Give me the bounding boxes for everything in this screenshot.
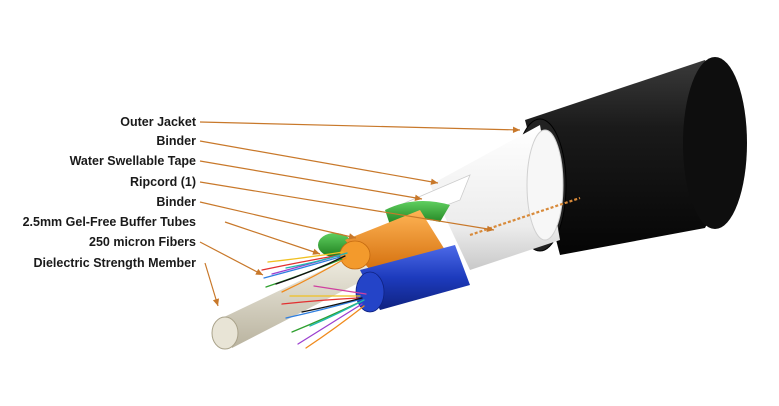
label-ripcord: Ripcord (1) — [130, 175, 196, 189]
fibers-upper — [261, 251, 348, 293]
arrowhead-buffer-tubes — [312, 248, 320, 255]
label-strength-member: Dielectric Strength Member — [33, 256, 196, 270]
leader-line-outer-jacket — [199, 121, 521, 131]
ripcord-line — [469, 196, 581, 237]
tape-layer — [394, 125, 564, 270]
label-fibers: 250 micron Fibers — [89, 235, 196, 249]
arrowhead-ripcord — [486, 225, 494, 233]
leader-line-water-swellable-tape — [199, 160, 423, 200]
leader-line-strength-member — [204, 262, 219, 307]
label-outer-jacket: Outer Jacket — [120, 115, 196, 129]
arrowhead-fibers — [255, 268, 263, 275]
leader-line-buffer-tubes — [224, 221, 321, 255]
label-water-swellable-tape: Water Swellable Tape — [69, 154, 196, 168]
label-binder-outer: Binder — [156, 134, 196, 148]
fibers-lower — [281, 285, 367, 349]
arrowhead-binder-outer — [430, 178, 438, 185]
arrowhead-binder-inner — [348, 233, 356, 240]
arrowhead-water-swellable-tape — [414, 194, 422, 201]
label-binder-inner: Binder — [156, 195, 196, 209]
leader-lines — [199, 121, 521, 307]
arrowhead-outer-jacket — [512, 126, 520, 134]
leader-line-binder-outer — [199, 140, 439, 184]
label-buffer-tubes: 2.5mm Gel-Free Buffer Tubes — [22, 215, 196, 229]
leader-line-ripcord — [199, 181, 495, 231]
arrowhead-strength-member — [212, 298, 220, 306]
leader-line-fibers — [199, 241, 264, 276]
leader-line-binder-inner — [199, 201, 357, 239]
blue-buffer-tube — [355, 245, 470, 313]
strength-member-rod — [211, 252, 372, 350]
